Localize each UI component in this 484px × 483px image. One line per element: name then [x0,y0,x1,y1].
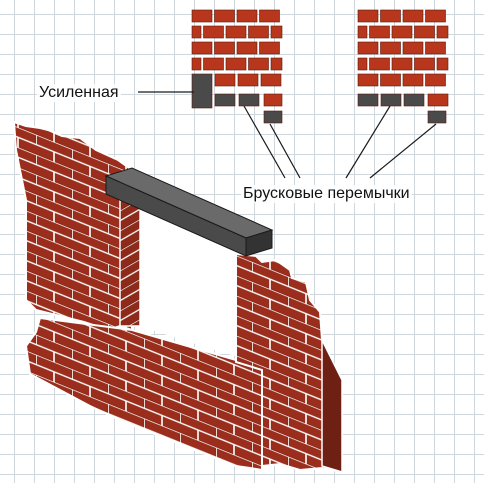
brick [191,25,202,39]
brick [391,57,413,71]
brick [402,73,424,87]
brick [436,25,449,39]
opening-jamb-left [119,194,141,327]
lintel-bar-section [380,93,402,107]
brick [236,9,258,23]
lintel-bar-section [403,93,425,107]
brick [237,73,259,87]
label-reinforced: Усиленная [37,84,121,102]
leader-lintel-2 [269,123,301,179]
brick [259,9,280,23]
brick [203,25,224,39]
brick [203,57,224,71]
brick [214,9,235,23]
brick [214,41,235,55]
brick [248,25,269,39]
brick [270,57,283,71]
lintel-bar-end [245,229,273,257]
leader-lintel-4 [369,123,437,179]
lintel-bar-section [357,93,379,107]
brick [248,57,269,71]
brick [425,73,446,87]
brick [225,57,247,71]
brick [270,25,283,39]
leader-lines [138,91,437,179]
brick [191,9,213,23]
brick [357,25,368,39]
brick [380,9,401,23]
leader-lintel-3 [345,105,391,179]
brick [357,41,379,55]
brick [402,9,424,23]
brick [380,73,401,87]
wall-left-pier [12,120,133,332]
brick-wall-3d [12,120,343,474]
brick [402,41,424,55]
brick [260,73,282,87]
brick [414,25,435,39]
brick [259,41,280,55]
section-reinforced-lintel [191,9,283,124]
leader-lintel-1 [243,105,286,179]
brick [214,73,236,87]
brick [427,93,449,107]
brick [391,25,413,39]
brick [436,57,449,71]
lintel-bar-section [263,110,283,124]
brick [425,9,446,23]
brick [191,41,213,55]
label-bar-lintels: Брусковые перемычки [241,185,412,203]
brick [369,57,390,71]
brick [225,25,247,39]
lintel-bar-section [214,93,236,107]
brick [357,9,379,23]
brick [191,57,202,71]
brick [263,93,283,107]
brick [357,73,379,87]
brick [425,41,446,55]
lintel-bar-section [238,93,260,107]
brick [369,25,390,39]
lintel-bar-section [427,110,447,124]
brick [357,57,368,71]
brick [236,41,258,55]
section-bar-lintel [357,9,449,124]
brick [380,41,401,55]
reinforced-lintel-block [191,73,213,109]
wall-right-side-face [321,339,343,474]
brick [414,57,435,71]
